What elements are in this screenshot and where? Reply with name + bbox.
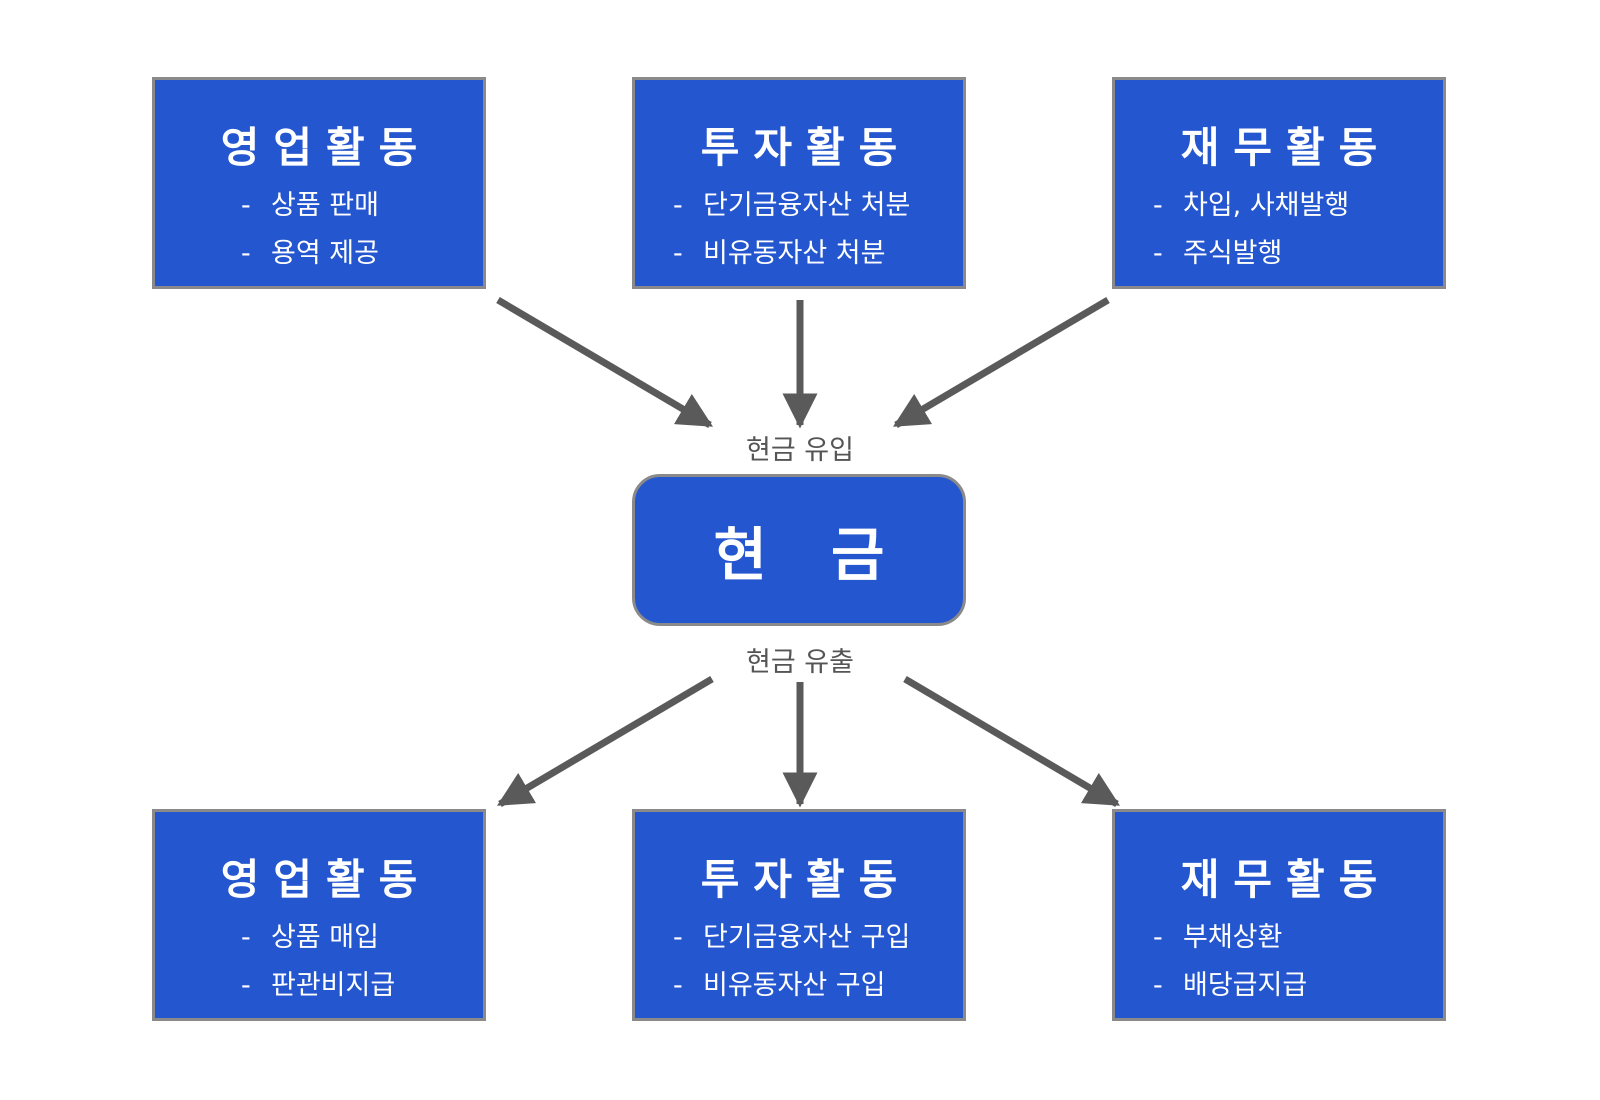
list-item: -주식발행 xyxy=(1153,238,1283,269)
inflow-box-operating: 영업활동 -상품 판매 -용역 제공 xyxy=(152,77,486,289)
box-title: 투자활동 xyxy=(700,123,912,172)
cash-inflow-label: 현금 유입 xyxy=(746,435,854,466)
arrow-operating-inflow xyxy=(496,296,714,429)
list-item: -차입, 사채발행 xyxy=(1153,190,1350,221)
arrow-operating-outflow xyxy=(496,675,714,808)
box-title: 재무활동 xyxy=(1180,855,1392,904)
inflow-box-investing: 투자활동 -단기금융자산 처분 -비유동자산 처분 xyxy=(632,77,966,289)
outflow-box-operating: 영업활동 -상품 매입 -판관비지급 xyxy=(152,809,486,1021)
box-title: 영업활동 xyxy=(220,123,432,172)
list-item: -단기금융자산 처분 xyxy=(673,190,911,221)
cash-outflow-label: 현금 유출 xyxy=(746,647,854,678)
outflow-box-financing: 재무활동 -부채상환 -배당급지급 xyxy=(1112,809,1446,1021)
box-title: 영업활동 xyxy=(220,855,432,904)
arrow-financing-outflow xyxy=(903,675,1121,808)
list-item: -부채상환 xyxy=(1153,922,1283,953)
list-item: -단기금융자산 구입 xyxy=(673,922,911,953)
list-item: -비유동자산 구입 xyxy=(673,970,886,1001)
list-item: -판관비지급 xyxy=(241,970,396,1001)
arrow-financing-inflow xyxy=(892,296,1110,429)
inflow-box-financing: 재무활동 -차입, 사채발행 -주식발행 xyxy=(1112,77,1446,289)
outflow-box-investing: 투자활동 -단기금융자산 구입 -비유동자산 구입 xyxy=(632,809,966,1021)
cash-box: 현금 xyxy=(632,474,966,626)
box-title: 투자활동 xyxy=(700,855,912,904)
cash-title: 현금 xyxy=(713,521,949,589)
box-title: 재무활동 xyxy=(1180,123,1392,172)
list-item: -상품 판매 xyxy=(241,190,379,221)
list-item: -비유동자산 처분 xyxy=(673,238,886,269)
list-item: -용역 제공 xyxy=(241,238,379,269)
list-item: -상품 매입 xyxy=(241,922,379,953)
list-item: -배당급지급 xyxy=(1153,970,1308,1001)
